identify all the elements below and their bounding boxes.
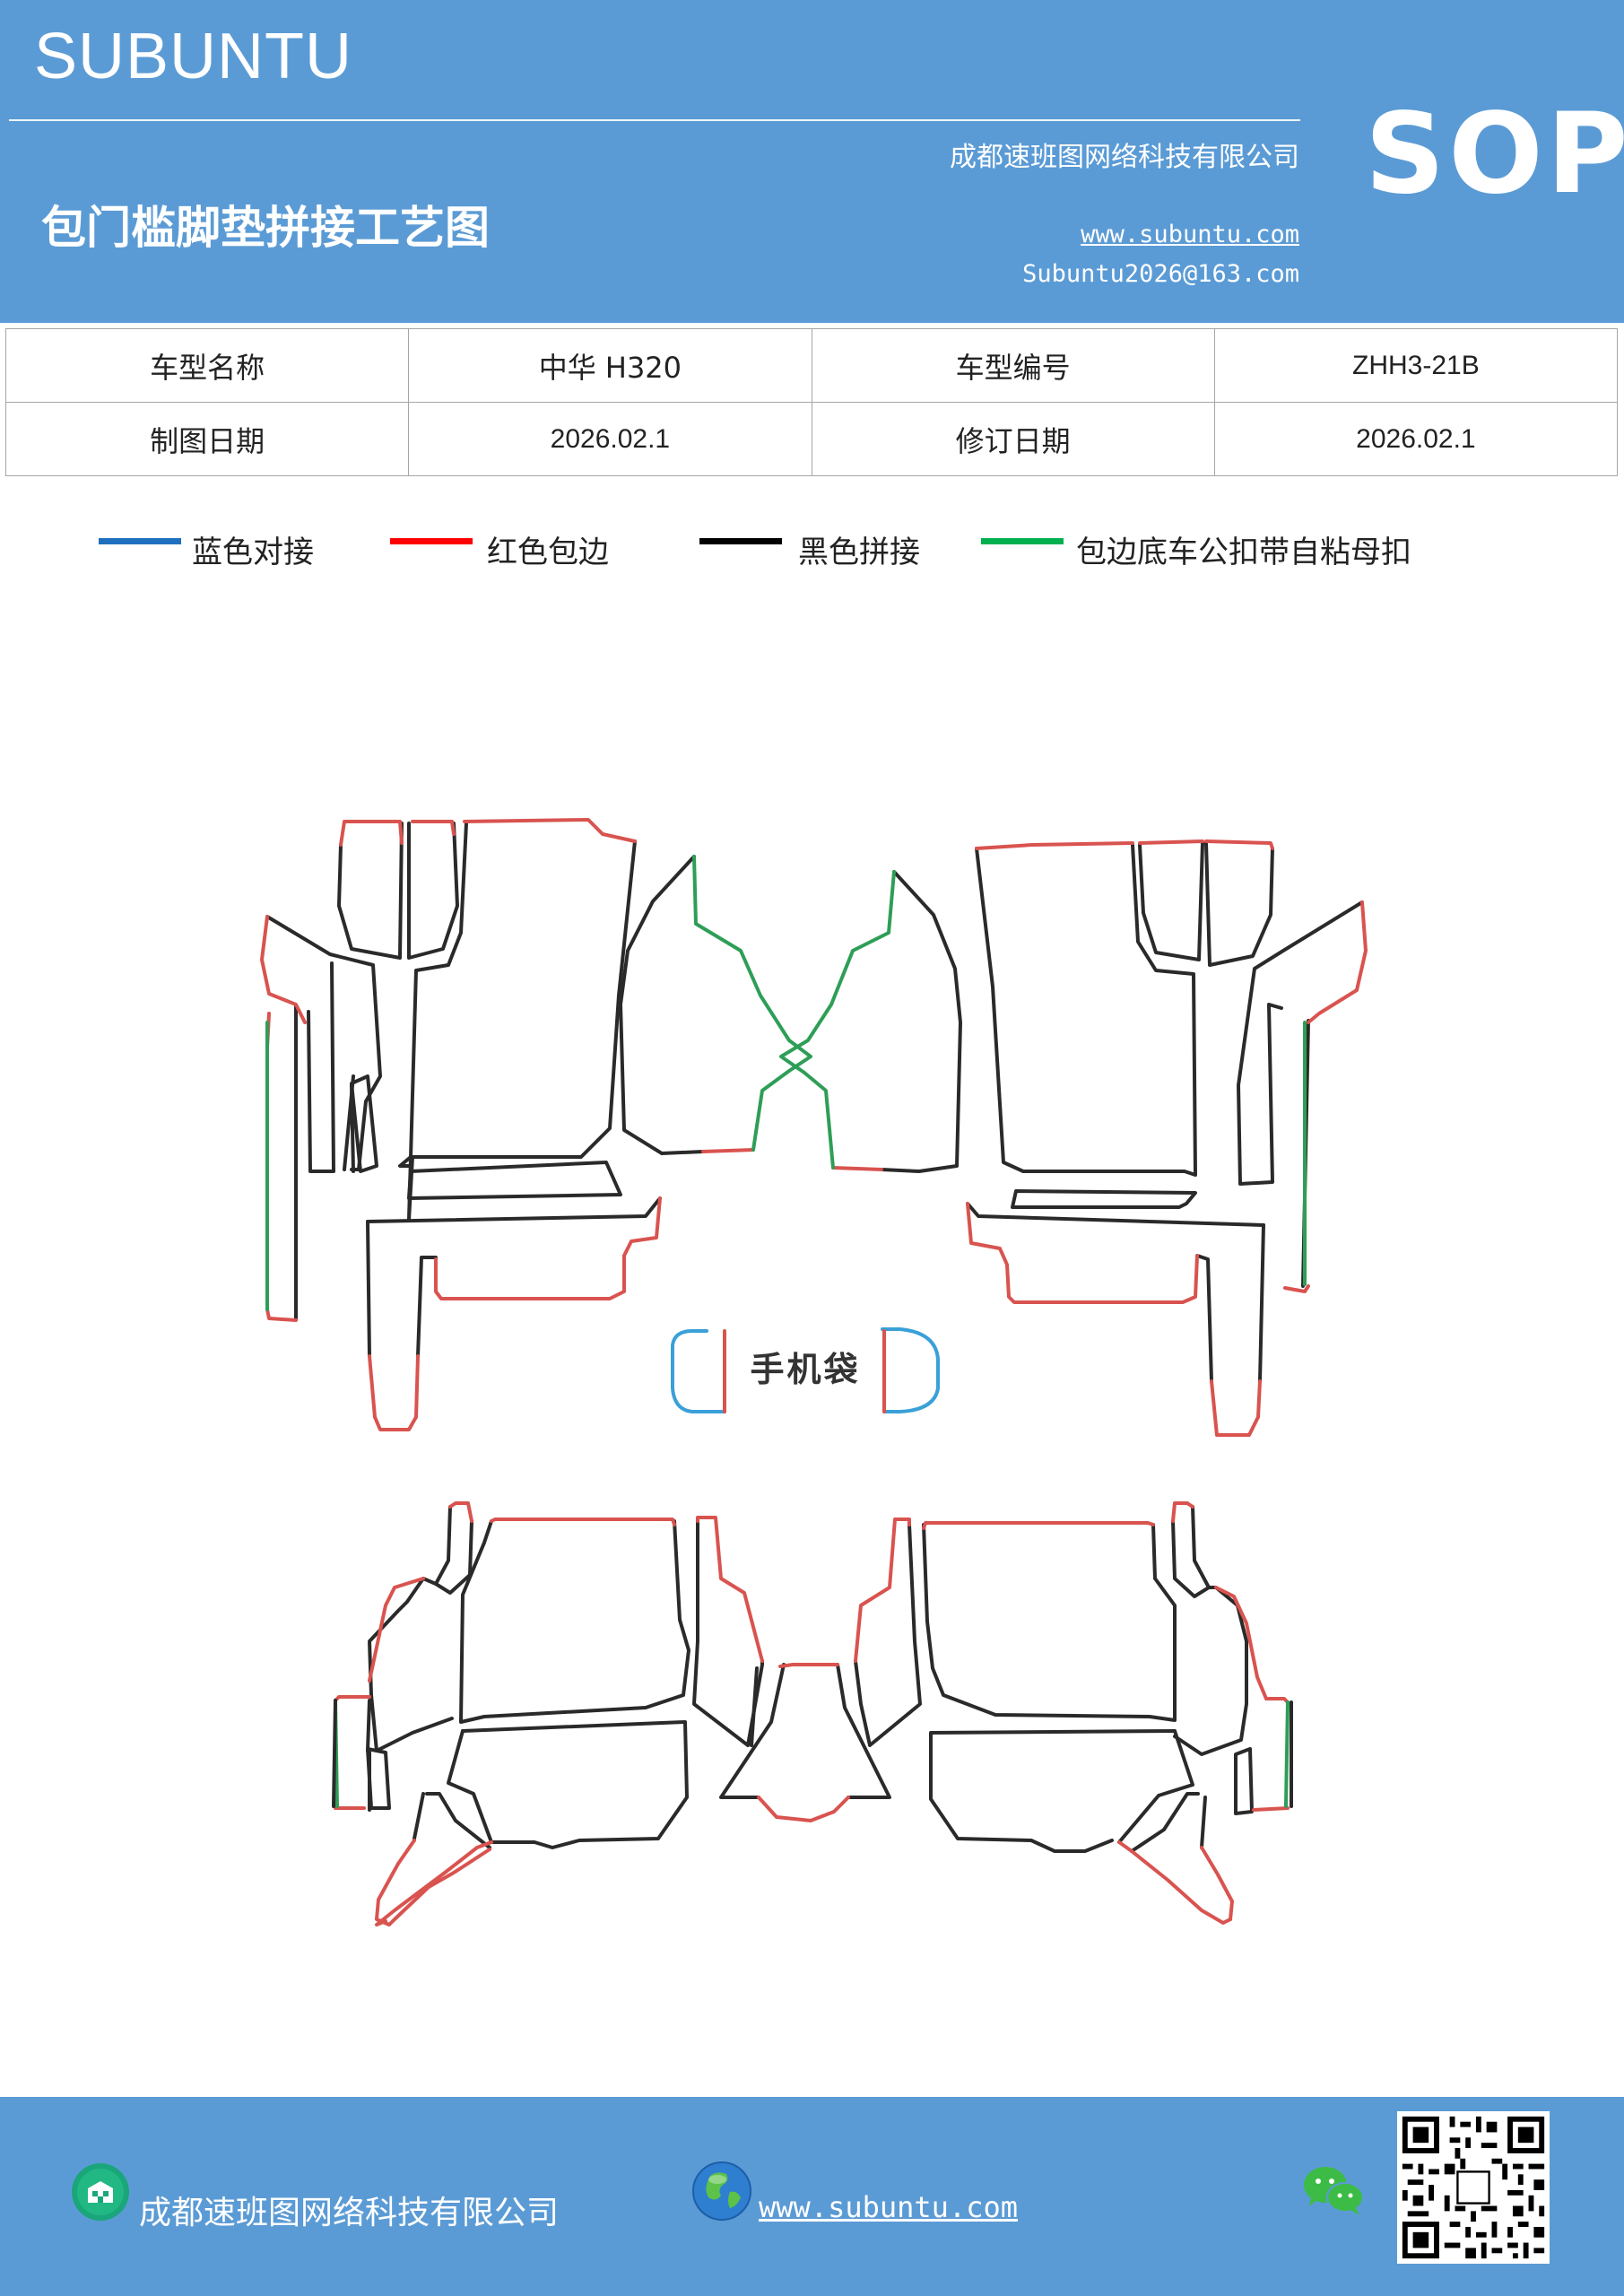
legend-swatch xyxy=(981,538,1064,544)
front-right-mat-group xyxy=(779,839,1368,1437)
company-building-icon xyxy=(72,2163,129,2221)
phone-pocket xyxy=(671,1327,940,1413)
rear-right-mat-group xyxy=(854,1501,1293,1925)
contact-email[interactable]: Subuntu2026@163.com xyxy=(1022,260,1299,288)
legend-swatch xyxy=(390,538,473,544)
model-name-value: 中华 H320 xyxy=(408,328,812,403)
legend-label: 红色包边 xyxy=(487,535,609,570)
phone-pocket-label: 手机袋 xyxy=(750,1350,860,1389)
globe-icon xyxy=(692,2161,751,2221)
footer-website-link[interactable]: www.subuntu.com xyxy=(759,2190,1018,2224)
footer-banner: 成都速班图网络科技有限公司 www.subuntu.com xyxy=(0,2097,1624,2296)
legend-swatch xyxy=(699,538,782,544)
legend-swatch xyxy=(99,538,181,544)
legend-label: 蓝色对接 xyxy=(192,535,314,570)
wechat-qr-code xyxy=(1397,2111,1550,2264)
website-link[interactable]: www.subuntu.com xyxy=(1081,221,1299,248)
document-title: 包门槛脚垫拼接工艺图 xyxy=(41,202,490,254)
model-code-value: ZHH3-21B xyxy=(1213,328,1619,403)
rear-left-mat-group xyxy=(332,1501,891,1926)
footer-company-name: 成都速班图网络科技有限公司 xyxy=(139,2195,560,2231)
legend-label: 黑色拼接 xyxy=(798,535,920,570)
header-banner: SUBUNTU 成都速班图网络科技有限公司 包门槛脚垫拼接工艺图 www.sub… xyxy=(0,0,1624,323)
draw-date-value: 2026.02.1 xyxy=(408,402,812,476)
qr-code-icon xyxy=(1397,2111,1550,2264)
model-code-label: 车型编号 xyxy=(811,328,1215,403)
vehicle-info-table: 车型名称 中华 H320 车型编号 ZHH3-21B 制图日期 2026.02.… xyxy=(4,328,1619,476)
table-row: 车型名称 中华 H320 车型编号 ZHH3-21B xyxy=(4,328,1619,403)
front-left-mat-group xyxy=(260,818,812,1431)
sop-badge: SOP xyxy=(1365,90,1624,219)
legend-label: 包边底车公扣带自粘母扣 xyxy=(1076,535,1411,570)
company-name: 成都速班图网络科技有限公司 xyxy=(950,142,1299,173)
model-name-label: 车型名称 xyxy=(4,328,410,403)
header-divider xyxy=(9,119,1300,121)
revise-date-value: 2026.02.1 xyxy=(1213,402,1619,476)
revise-date-label: 修订日期 xyxy=(811,402,1215,476)
table-row: 制图日期 2026.02.1 修订日期 2026.02.1 xyxy=(4,402,1619,476)
wechat-icon[interactable] xyxy=(1302,2163,1367,2217)
draw-date-label: 制图日期 xyxy=(4,402,410,476)
color-legend: 蓝色对接 红色包边 黑色拼接 包边底车公扣带自粘母扣 xyxy=(0,520,1624,574)
brand-name: SUBUNTU xyxy=(34,21,353,92)
